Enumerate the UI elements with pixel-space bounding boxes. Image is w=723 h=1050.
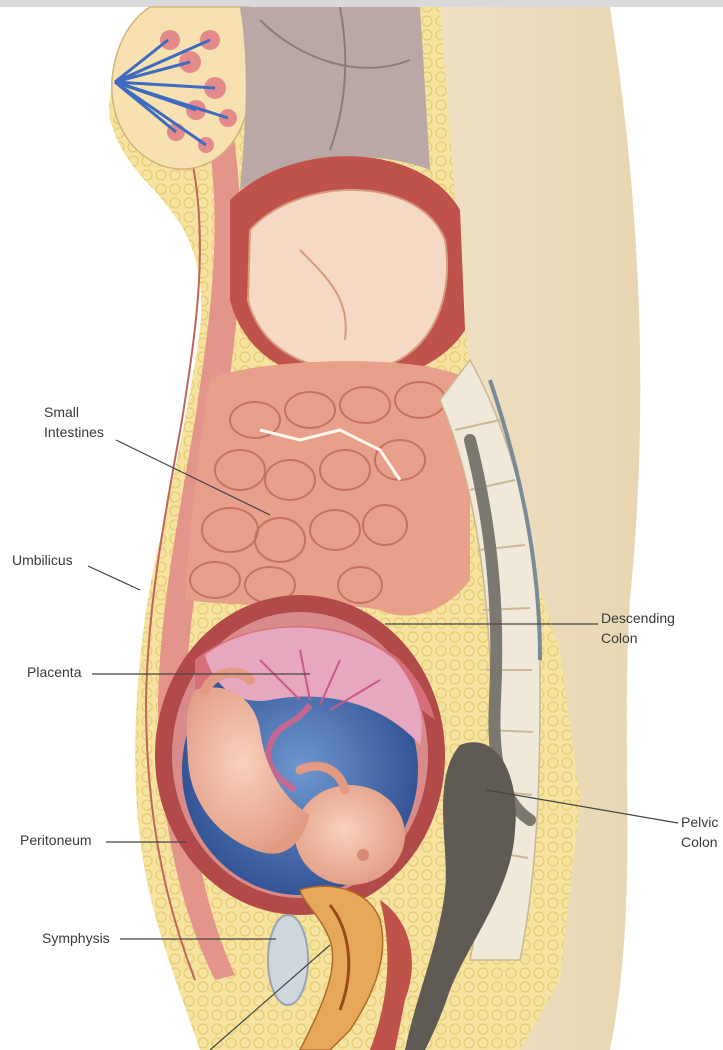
label-small-intestines-line2: Intestines [44, 422, 104, 442]
leader-umbilicus [88, 566, 140, 590]
label-peritoneum: Peritoneum [20, 830, 92, 850]
label-pelvic-colon-line1: Pelvic [681, 812, 718, 832]
label-descending-colon-line1: Descending [601, 608, 675, 628]
label-small-intestines-line1: Small [44, 402, 104, 422]
label-symphysis: Symphysis [42, 928, 110, 948]
uterus [155, 595, 445, 915]
label-small-intestines: Small Intestines [44, 402, 104, 442]
label-pelvic-colon-line2: Colon [681, 832, 718, 852]
label-descending-colon: Descending Colon [601, 608, 675, 648]
symphysis [268, 915, 308, 1005]
label-umbilicus: Umbilicus [12, 550, 73, 570]
upper-abdomen [230, 156, 465, 382]
label-placenta: Placenta [27, 662, 81, 682]
small-intestines [185, 361, 470, 615]
label-pelvic-colon: Pelvic Colon [681, 812, 718, 852]
label-descending-colon-line2: Colon [601, 628, 675, 648]
